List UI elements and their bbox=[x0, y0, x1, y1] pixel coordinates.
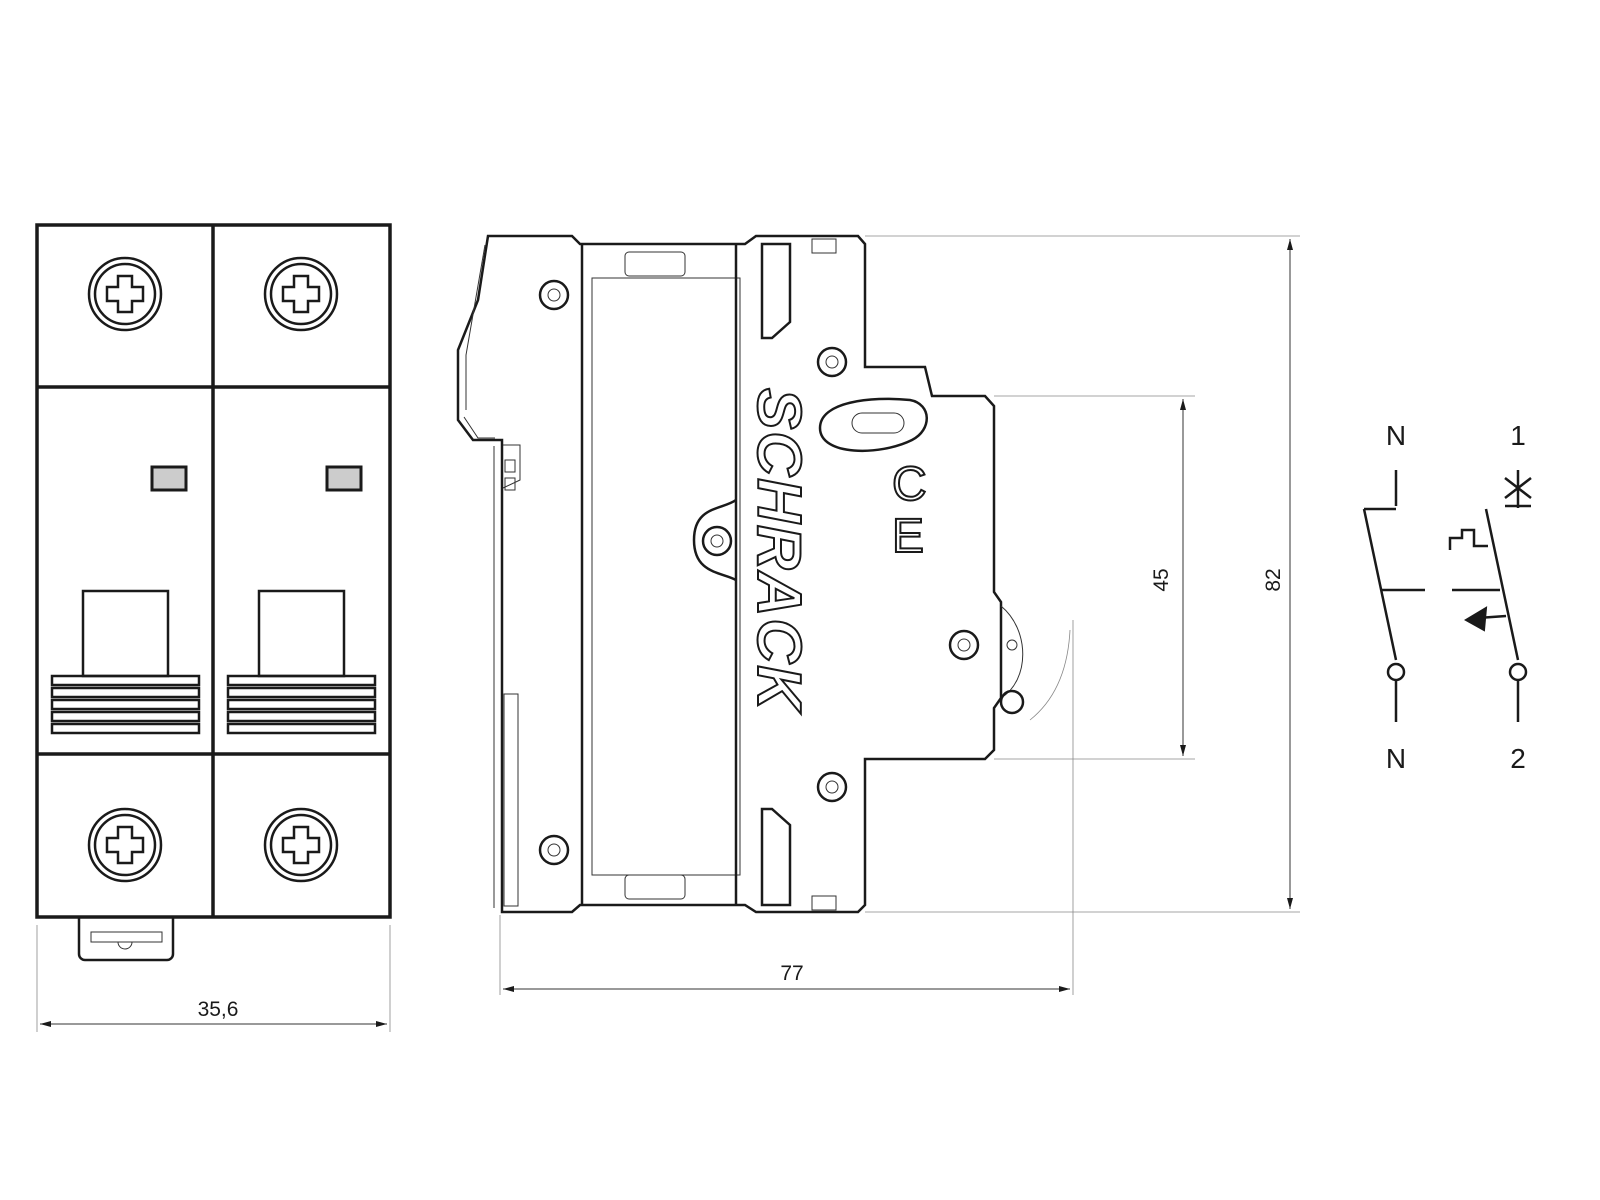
ce-mark-e: E bbox=[892, 510, 924, 563]
front-view: 35,6 bbox=[35, 223, 392, 1032]
status-indicator-left bbox=[150, 465, 188, 492]
ce-mark-c: C bbox=[892, 458, 927, 511]
side-view: C E CE SCHRACK 77 45 82 bbox=[456, 234, 1300, 995]
neutral-contact bbox=[1362, 470, 1425, 722]
toggle-lever-left bbox=[50, 589, 201, 735]
width-dimension-label: 35,6 bbox=[198, 998, 239, 1021]
din-rail-clip bbox=[77, 917, 175, 962]
brand-label: SCHRACK bbox=[744, 388, 813, 714]
toggle-lever-right bbox=[226, 589, 377, 735]
pole-top-label: 1 bbox=[1510, 420, 1526, 451]
rivet-holes bbox=[538, 279, 980, 866]
terminal-screw-bottom-right bbox=[263, 807, 339, 883]
status-indicator-right bbox=[325, 465, 363, 492]
side-housing-outline bbox=[456, 234, 1003, 914]
terminal-screw-bottom-left bbox=[87, 807, 163, 883]
circuit-symbol: N N 1 2 bbox=[1362, 420, 1532, 774]
depth-dimension-label: 77 bbox=[780, 962, 803, 985]
pole-contact bbox=[1448, 470, 1532, 722]
terminal-screw-top-right bbox=[263, 256, 339, 332]
front-height-dimension-label: 45 bbox=[1150, 568, 1173, 591]
total-height-dimension-label: 82 bbox=[1262, 568, 1285, 591]
terminal-screw-top-left bbox=[87, 256, 163, 332]
neutral-bottom-label: N bbox=[1386, 743, 1406, 774]
pole-bottom-label: 2 bbox=[1510, 743, 1526, 774]
neutral-top-label: N bbox=[1386, 420, 1406, 451]
